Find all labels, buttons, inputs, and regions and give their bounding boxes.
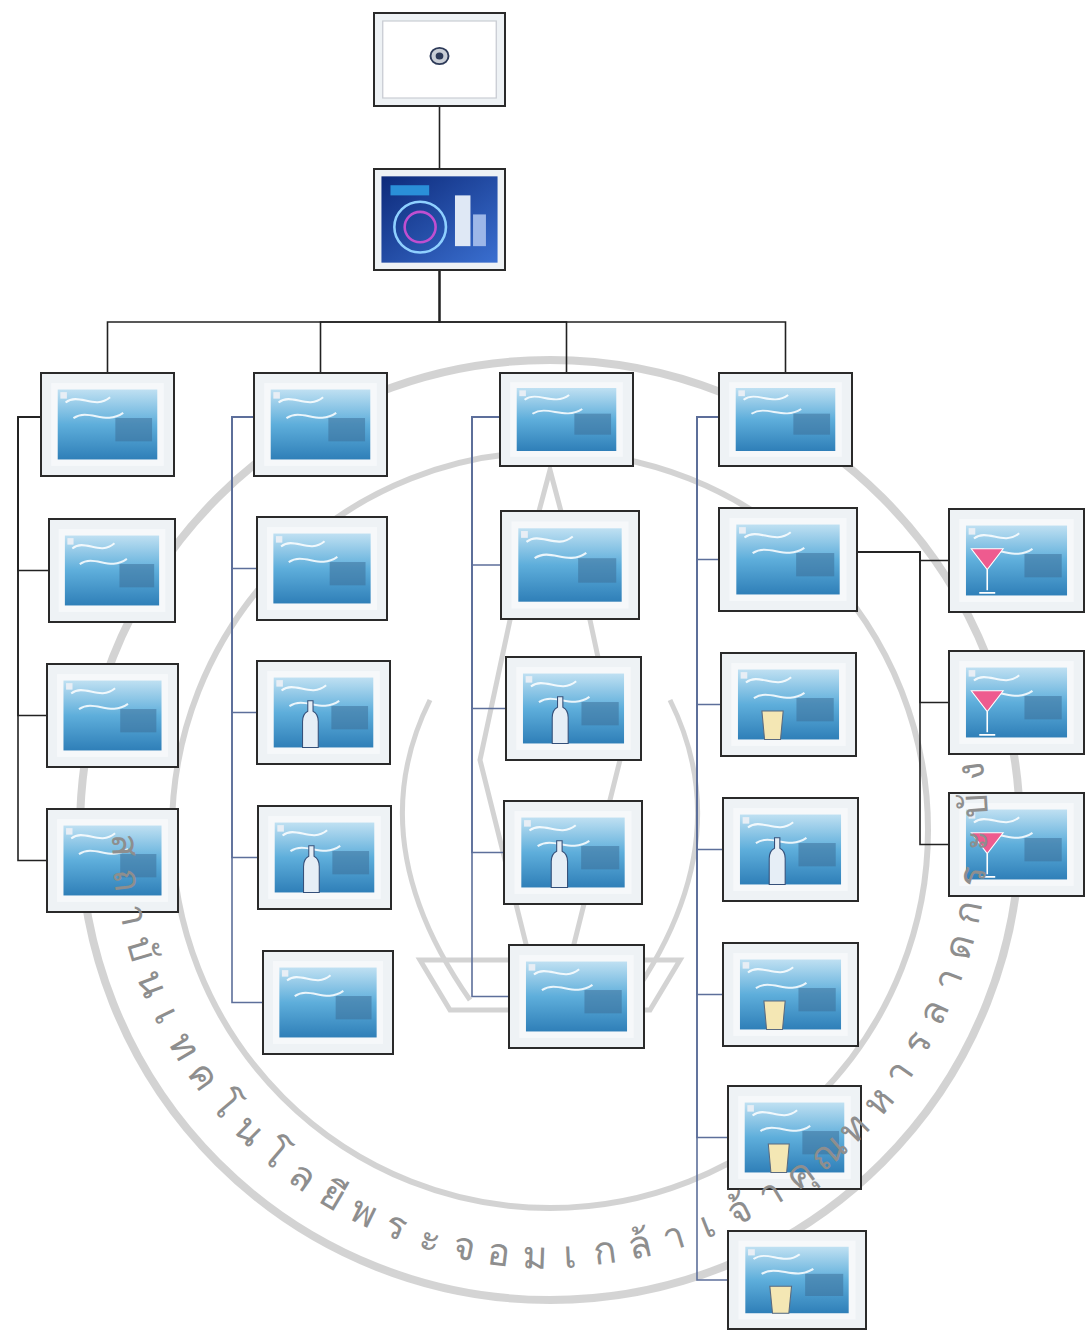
tree-connector: [472, 417, 508, 997]
thumbnail-picture: [42, 374, 173, 475]
screen-thumbnail: [499, 372, 634, 467]
tree-connector: [440, 271, 786, 372]
screen-thumbnail: [46, 808, 179, 913]
tree-connector: [18, 417, 46, 861]
thumbnail-picture: [950, 510, 1083, 611]
watermark-glyph: า: [877, 1054, 920, 1093]
watermark-glyph: เ: [562, 1235, 577, 1274]
thumbnail-picture: [258, 518, 386, 619]
watermark-glyph: ค: [181, 1055, 226, 1097]
watermark-glyph: ก: [591, 1231, 619, 1272]
screen-thumbnail: [718, 507, 858, 612]
watermark-glyph: ล้: [624, 1224, 654, 1266]
screen-thumbnail: [262, 950, 394, 1055]
watermark-glyph: ยี: [313, 1173, 351, 1217]
screen-thumbnail: [505, 656, 642, 761]
watermark-glyph: ท: [162, 1026, 207, 1067]
watermark-glyph: ล: [912, 994, 956, 1031]
tree-connector: [232, 417, 257, 858]
screen-thumbnail: [722, 797, 859, 902]
thumbnail-picture: [501, 374, 632, 465]
watermark-glyph: ร: [896, 1025, 939, 1061]
seal-ring: [80, 360, 1020, 1300]
watermark-glyph: จ้: [721, 1189, 758, 1233]
watermark-glyph: อ: [485, 1232, 512, 1272]
tree-connector: [321, 271, 440, 372]
screen-thumbnail: [727, 1230, 867, 1330]
watermark-glyph: เ: [694, 1205, 720, 1245]
watermark-glyph: ร: [380, 1205, 412, 1248]
thumbnail-picture: [724, 799, 857, 900]
screen-thumbnail: [256, 516, 388, 621]
watermark-glyph: ล: [283, 1154, 324, 1198]
screen-thumbnail: [722, 942, 859, 1047]
screen-thumbnail: [948, 650, 1085, 755]
watermark-glyph: น: [226, 1107, 271, 1152]
watermark-glyph: า: [658, 1215, 689, 1257]
screen-thumbnail: [40, 372, 175, 477]
thumbnail-picture: [375, 14, 504, 105]
watermark-glyph: น: [131, 964, 176, 1002]
screen-thumbnail: [373, 168, 506, 271]
watermark-glyph: ด: [937, 929, 980, 963]
screen-thumbnail: [720, 652, 857, 757]
screen-thumbnail: [718, 372, 853, 467]
thumbnail-picture: [375, 170, 504, 269]
thumbnail-picture: [950, 652, 1083, 753]
thumbnail-picture: [507, 658, 640, 759]
screen-thumbnail: [48, 518, 176, 623]
watermark-glyph: ม: [521, 1235, 547, 1274]
thumbnail-picture: [510, 946, 643, 1047]
thumbnail-picture: [48, 810, 177, 911]
tree-connector: [108, 271, 440, 372]
watermark-glyph: พ: [344, 1189, 383, 1234]
watermark-glyph: โ: [204, 1084, 246, 1124]
tree-connector: [697, 417, 722, 850]
thumbnail-picture: [259, 807, 390, 908]
thumbnail-picture: [720, 374, 851, 465]
thumbnail-picture: [264, 952, 392, 1053]
screen-thumbnail: [253, 372, 388, 477]
screen-thumbnail: [500, 510, 640, 620]
screen-thumbnail: [46, 663, 179, 768]
thumbnail-picture: [729, 1232, 865, 1328]
tree-connector: [858, 552, 948, 845]
tree-connector: [472, 417, 503, 853]
tree-connector: [858, 552, 948, 703]
thumbnail-picture: [505, 802, 641, 903]
watermark-glyph: โ: [255, 1133, 295, 1175]
thumbnail-picture: [722, 654, 855, 755]
screen-thumbnail: [373, 12, 506, 107]
tree-connector: [439, 107, 441, 168]
thumbnail-picture: [950, 794, 1083, 895]
screen-thumbnail: [503, 800, 643, 905]
thumbnail-picture: [255, 374, 386, 475]
screen-thumbnail: [508, 944, 645, 1049]
watermark-glyph: จ: [449, 1225, 478, 1267]
thumbnail-picture: [48, 665, 177, 766]
screen-thumbnail: [257, 805, 392, 910]
watermark-glyph: ง: [951, 759, 991, 783]
thumbnail-picture: [50, 520, 174, 621]
thumbnail-picture: [720, 509, 856, 610]
tree-connector: [697, 417, 718, 560]
screen-thumbnail: [948, 792, 1085, 897]
screen-thumbnail: [727, 1085, 862, 1190]
tree-connector: [472, 417, 500, 565]
thumbnail-picture: [724, 944, 857, 1045]
screen-thumbnail: [948, 508, 1085, 613]
watermark-glyph: ะ: [415, 1217, 445, 1259]
thumbnail-picture: [729, 1087, 860, 1188]
screen-thumbnail: [256, 660, 391, 765]
thumbnail-picture: [258, 662, 389, 763]
watermark-glyph: ก: [946, 897, 988, 927]
tree-connector: [697, 417, 720, 705]
watermark-glyph: เ: [148, 1001, 188, 1029]
watermark-glyph: า: [926, 963, 969, 996]
watermark-glyph: บั: [120, 932, 163, 966]
thumbnail-picture: [502, 512, 638, 618]
tree-connector: [858, 552, 948, 561]
tree-connector: [697, 417, 722, 995]
